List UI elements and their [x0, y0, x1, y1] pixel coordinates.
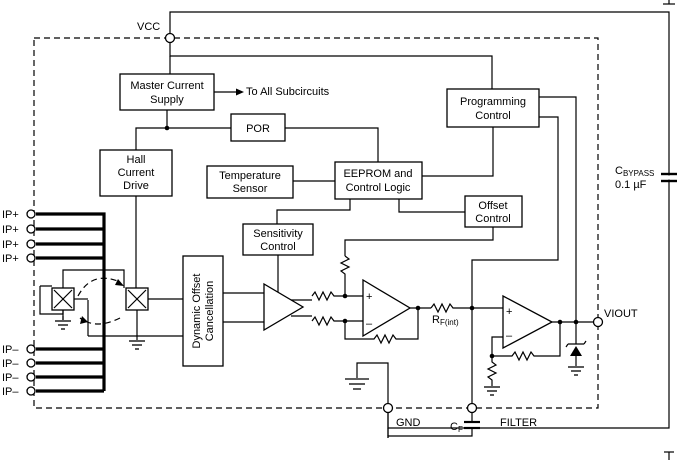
- programming-control-block: [446, 88, 540, 128]
- buffer-ground-resistor: [486, 356, 498, 386]
- programming-control-line1: Programming: [460, 96, 526, 108]
- vcc-label: VCC: [137, 21, 160, 33]
- ip-minus-label-2: IP–: [2, 358, 19, 370]
- ip-minus-label-4: IP–: [2, 386, 19, 398]
- ip-plus-pins: [26, 209, 106, 300]
- preamp-triangle: [263, 282, 305, 332]
- hall-drive-line3: Drive: [123, 180, 149, 192]
- zener-diode: [565, 322, 587, 376]
- ip-plus-label-3: IP+: [2, 239, 19, 251]
- sensitivity-control-line1: Sensitivity: [253, 228, 303, 240]
- ip-minus-pins: [26, 336, 106, 396]
- internal-ground-path: [356, 362, 389, 408]
- arrow-head-icon: [236, 88, 244, 96]
- diff-amp-minus: –: [366, 318, 373, 330]
- por-label: POR: [246, 123, 270, 135]
- bypass-cap-label: CBYPASS: [615, 165, 654, 178]
- viout-label: VIOUT: [604, 308, 638, 320]
- eeprom-line1: EEPROM and: [343, 168, 412, 180]
- temp-sensor-line2: Sensor: [233, 183, 268, 195]
- hall-drive-line2: Current: [118, 167, 155, 179]
- filter-label: FILTER: [500, 417, 537, 429]
- por-block: [230, 113, 286, 142]
- buffer-plus: +: [506, 306, 512, 318]
- viout-pin: [592, 316, 604, 328]
- cf-label: CF: [450, 421, 463, 434]
- ip-plus-label-2: IP+: [2, 224, 19, 236]
- temp-sensor-line1: Temperature: [219, 170, 281, 182]
- ip-plus-label-1: IP+: [2, 209, 19, 221]
- sensitivity-control-line2: Control: [260, 241, 295, 253]
- output-buffer-triangle: [502, 294, 554, 350]
- diff-amp-plus: +: [366, 291, 372, 303]
- buffer-feedback-resistor: [491, 322, 561, 362]
- dynamic-offset-cancellation-block: [182, 255, 224, 367]
- master-current-supply-line1: Master Current: [130, 80, 203, 92]
- offset-resistor: [339, 255, 351, 296]
- hall-element-right: [125, 287, 149, 350]
- gnd-pin: [382, 402, 394, 414]
- filter-pin: [466, 402, 478, 414]
- dynamic-offset-line2: Cancellation: [204, 281, 216, 342]
- junction-dot: [469, 305, 475, 311]
- offset-control-line2: Control: [475, 213, 510, 225]
- eeprom-line2: Control Logic: [346, 182, 411, 194]
- programming-control-line2: Control: [475, 110, 510, 122]
- vcc-pin: [164, 32, 176, 44]
- bypass-cap-value: 0.1 µF: [615, 179, 647, 191]
- field-loop-bottom: [79, 317, 121, 325]
- chip-boundary: [33, 37, 599, 409]
- input-resistor-2: [311, 315, 363, 327]
- ip-plus-label-4: IP+: [2, 253, 19, 265]
- input-resistor-1: [311, 290, 363, 302]
- offset-control-line1: Offset: [478, 200, 507, 212]
- field-arrow-icon: [115, 279, 124, 286]
- to-all-subcircuits-label: To All Subcircuits: [246, 86, 330, 98]
- hall-current-drive-block: [99, 149, 173, 197]
- bypass-capacitor: [661, 172, 677, 183]
- dynamic-offset-line1: Dynamic Offset: [191, 274, 203, 349]
- field-loop-top: [77, 277, 121, 297]
- diff-amp-triangle: [362, 278, 412, 338]
- hall-element-left: [51, 269, 125, 330]
- field-arrow-icon-2: [80, 316, 88, 324]
- hall-drive-line1: Hall: [127, 154, 146, 166]
- rf-int-label: RF(int): [432, 314, 459, 327]
- eeprom-control-logic-block: [334, 161, 423, 200]
- buffer-minus: –: [506, 330, 513, 342]
- rf-int-resistor: [430, 302, 503, 314]
- master-current-supply-line2: Supply: [150, 94, 184, 106]
- temperature-sensor-block: [206, 165, 294, 199]
- ip-minus-label-1: IP–: [2, 344, 19, 356]
- gnd-label: GND: [396, 417, 421, 429]
- feedback-resistor: [344, 308, 419, 345]
- ip-minus-label-3: IP–: [2, 372, 19, 384]
